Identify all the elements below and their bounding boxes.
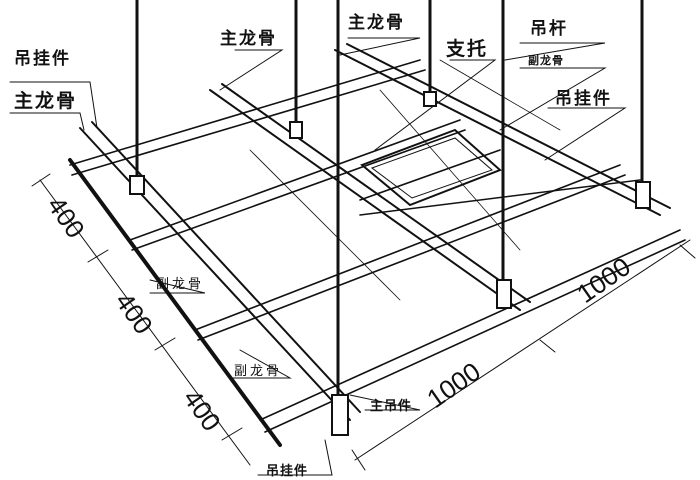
label-support: 支托 — [446, 38, 489, 60]
label-main-keel-top2: 主龙骨 — [348, 13, 405, 33]
label-main-keel-left: 主龙骨 — [14, 90, 78, 112]
label-main-keel-top1: 主龙骨 — [220, 29, 277, 49]
label-hanger-rod: 吊杆 — [530, 19, 568, 39]
label-hanger-right: 吊挂件 — [555, 89, 612, 109]
label-main-hanger: 主吊件 — [370, 399, 413, 414]
label-secondary-keel-low: 副龙骨 — [234, 364, 283, 379]
label-secondary-keel-top: 副龙骨 — [528, 54, 564, 67]
label-secondary-keel-mid: 副龙骨 — [156, 277, 205, 292]
label-hanger-left: 吊挂件 — [14, 49, 71, 69]
label-hanger-bottom: 吊挂件 — [266, 464, 309, 479]
